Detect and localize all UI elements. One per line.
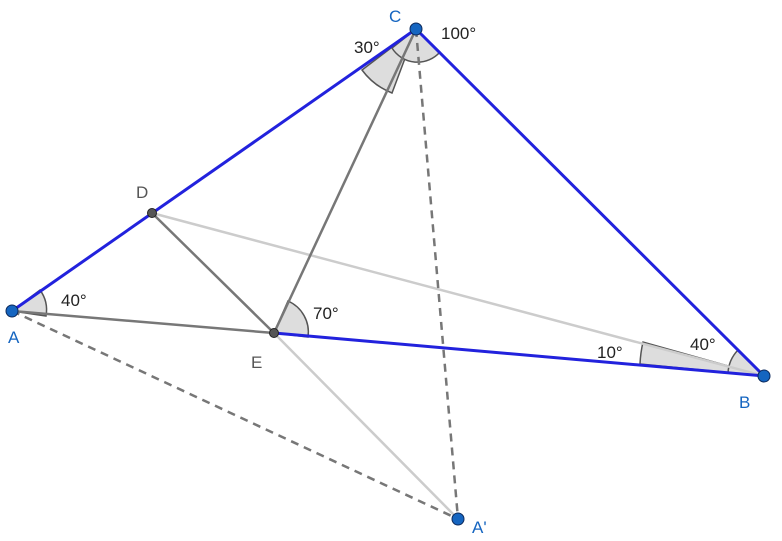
label-b: B [739, 393, 750, 412]
label-c: C [389, 7, 401, 26]
angle-label-c-30: 30° [354, 38, 380, 57]
segment-c-b [414, 27, 766, 378]
point-b[interactable] [757, 369, 771, 383]
points [5, 22, 771, 526]
label-d: D [136, 183, 148, 202]
segment-a-e [11, 309, 275, 335]
segment-a-a-prime [11, 309, 459, 521]
segment-c-a-prime [414, 28, 460, 520]
label-a: A [8, 328, 20, 347]
angle-label-b-40: 40° [690, 335, 716, 354]
segment-d-b [151, 211, 765, 378]
angle-label-b-10: 10° [597, 343, 623, 362]
segment-a-c [11, 27, 417, 313]
segment-c-e [272, 28, 418, 334]
angle-labels: 40° 30° 100° 70° 10° 40° [61, 24, 716, 362]
segments [11, 27, 766, 521]
segment-d-e [151, 212, 275, 334]
point-a[interactable] [5, 304, 19, 318]
point-c[interactable] [409, 22, 423, 36]
angle-label-c-100: 100° [441, 24, 476, 43]
label-e: E [251, 353, 262, 372]
point-e[interactable] [269, 328, 279, 338]
angle-markers [10, 26, 766, 377]
angle-marker-e [272, 300, 310, 338]
point-a-prime[interactable] [451, 512, 465, 526]
point-d[interactable] [147, 208, 157, 218]
point-labels: A B C A' D E [8, 7, 750, 537]
angle-label-a: 40° [61, 291, 87, 310]
label-a-prime: A' [472, 518, 487, 537]
angle-label-e: 70° [313, 304, 339, 323]
segment-e-b [273, 331, 765, 378]
segment-e-a-prime [273, 332, 459, 520]
